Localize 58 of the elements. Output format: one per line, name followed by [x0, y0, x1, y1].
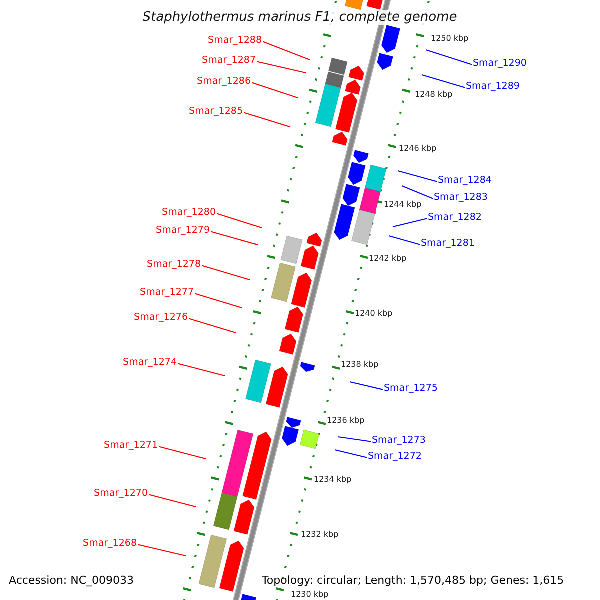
leader-line [210, 231, 258, 246]
leader-line [422, 74, 466, 88]
leader-line [334, 449, 368, 458]
leader-line [398, 170, 438, 182]
gene-label: Smar_1280 [162, 208, 216, 218]
leader-line [178, 363, 226, 377]
gene-label: Smar_1272 [368, 452, 422, 462]
scale-label: 1240 kbp [355, 310, 393, 318]
leader-line [148, 494, 196, 508]
scale-label: 1246 kbp [399, 145, 437, 153]
gene-label: Smar_1285 [189, 107, 243, 116]
leader-line [158, 446, 206, 460]
leader-line [244, 112, 290, 128]
gene-label: Smar_1286 [197, 77, 251, 86]
leader-line [402, 186, 434, 200]
leader-line [252, 82, 298, 99]
gene-label: Smar_1281 [421, 239, 475, 248]
gene-label: Smar_1270 [94, 489, 148, 498]
gene-label: Smar_1290 [473, 59, 527, 68]
leader-line [426, 49, 472, 66]
scale-label: 1250 kbp [431, 35, 469, 43]
leader-line [138, 544, 186, 557]
gene-label: Smar_1283 [434, 193, 488, 202]
leader-line [262, 41, 310, 61]
leader-line [338, 436, 372, 442]
gene-label: Smar_1284 [438, 176, 492, 186]
scale-label: 1230 kbp [291, 591, 329, 599]
gene-label: Smar_1276 [134, 313, 188, 322]
scale-label: 1238 kbp [341, 361, 379, 369]
leader-line [194, 293, 242, 309]
scale-label: 1248 kbp [415, 91, 453, 99]
scale-label: 1232 kbp [301, 531, 339, 539]
leader-line [188, 318, 236, 334]
gene-label: Smar_1268 [83, 539, 137, 548]
gene-label: Smar_1289 [466, 82, 520, 92]
title: Staphylothermus marinus F1, complete genome [142, 10, 458, 25]
gene-label: Smar_1271 [104, 441, 158, 450]
gene-label: Smar_1274 [123, 358, 177, 368]
gene-label: Smar_1275 [384, 384, 438, 394]
leader-line [216, 213, 262, 229]
leader-line [392, 218, 428, 228]
scale-label: 1242 kbp [369, 255, 407, 263]
gene-label: Smar_1278 [147, 260, 201, 270]
leader-line [350, 381, 384, 390]
genome-info-text: Topology: circular; Length: 1,570,485 bp; Genes: 1,615 [262, 575, 564, 586]
gene-label: Smar_1273 [372, 436, 426, 446]
scale-label: 1236 kbp [327, 417, 365, 425]
gene-label: Smar_1277 [140, 288, 194, 298]
gene-label: Smar_1287 [202, 56, 256, 66]
leader-line [202, 265, 250, 281]
scale-label: 1234 kbp [314, 476, 352, 484]
gene-label: Smar_1288 [208, 36, 262, 46]
gene-label: Smar_1282 [428, 213, 482, 222]
scale-label: 1244 kbp [384, 201, 422, 209]
leader-line [256, 61, 306, 74]
leader-line [388, 235, 420, 246]
gene-label: Smar_1279 [156, 226, 210, 236]
accession-text: Accession: NC_009033 [9, 575, 134, 586]
